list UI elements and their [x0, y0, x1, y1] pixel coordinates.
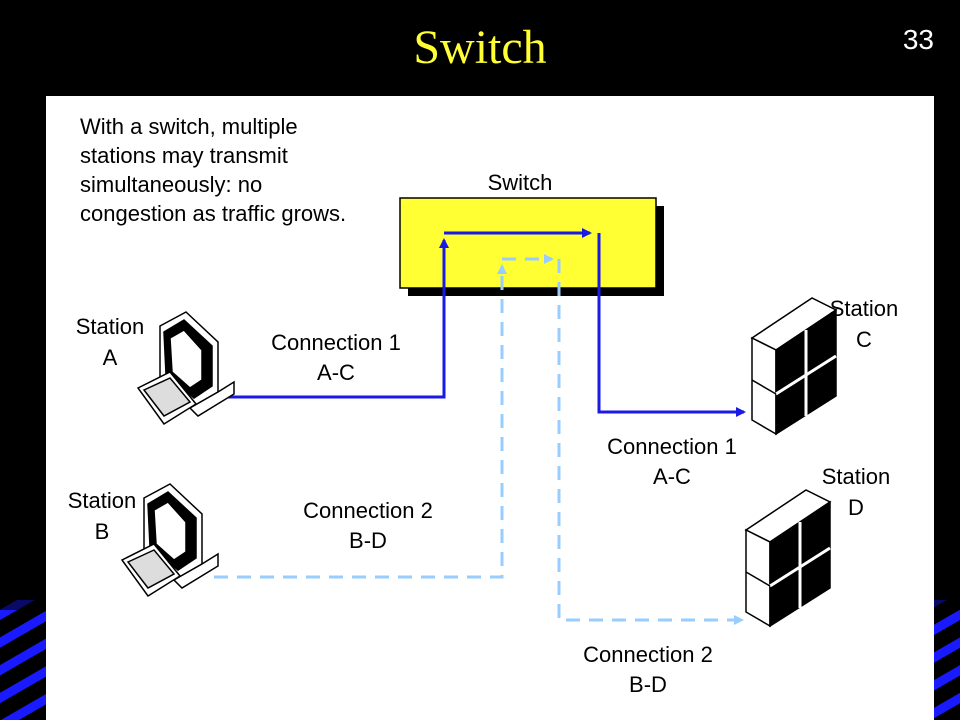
station-b-computer-icon: [120, 483, 219, 598]
station-b-label-line2: B: [94, 519, 110, 544]
connection-2-right-label: Connection 2 B-D: [568, 642, 728, 698]
connection-1-path: [218, 228, 746, 417]
switch-box: [399, 197, 664, 296]
station-c-label-line1: Station: [829, 296, 899, 321]
connection-2-right-line2: B-D: [629, 672, 667, 697]
connection-2-path: [214, 254, 744, 625]
connection-2-left-line1: Connection 2: [303, 498, 433, 523]
station-c-server-icon: [750, 297, 838, 436]
station-a-label-line1: Station: [75, 314, 145, 339]
connection-1-right-line2: A-C: [653, 464, 691, 489]
connection-1-right-line1: Connection 1: [607, 434, 737, 459]
station-a-computer-icon: [136, 311, 235, 426]
station-d-label-line1: Station: [821, 464, 891, 489]
connection-1-right-label: Connection 1 A-C: [592, 434, 752, 490]
connection-2-left-line2: B-D: [349, 528, 387, 553]
switch-label: Switch: [487, 170, 553, 195]
station-d-label-line2: D: [848, 495, 864, 520]
station-c-label: Station C: [814, 296, 914, 353]
connection-1-left-line1: Connection 1: [271, 330, 401, 355]
slide-number: 33: [902, 24, 934, 55]
connection-2-right-line1: Connection 2: [583, 642, 713, 667]
station-b-label: Station B: [52, 488, 152, 545]
description-text: With a switch, multiple stations may tra…: [80, 114, 347, 226]
connection-1-left-line2: A-C: [317, 360, 355, 385]
station-a-label-line2: A: [102, 345, 118, 370]
station-c-label-line2: C: [856, 327, 872, 352]
connection-1-left-label: Connection 1 A-C: [256, 330, 416, 386]
station-d-server-icon: [744, 489, 832, 628]
station-b-label-line1: Station: [67, 488, 137, 513]
station-a-label: Station A: [60, 314, 160, 371]
slide-title: Switch: [413, 21, 547, 74]
connection-2-left-label: Connection 2 B-D: [288, 498, 448, 554]
station-d-label: Station D: [806, 464, 906, 521]
